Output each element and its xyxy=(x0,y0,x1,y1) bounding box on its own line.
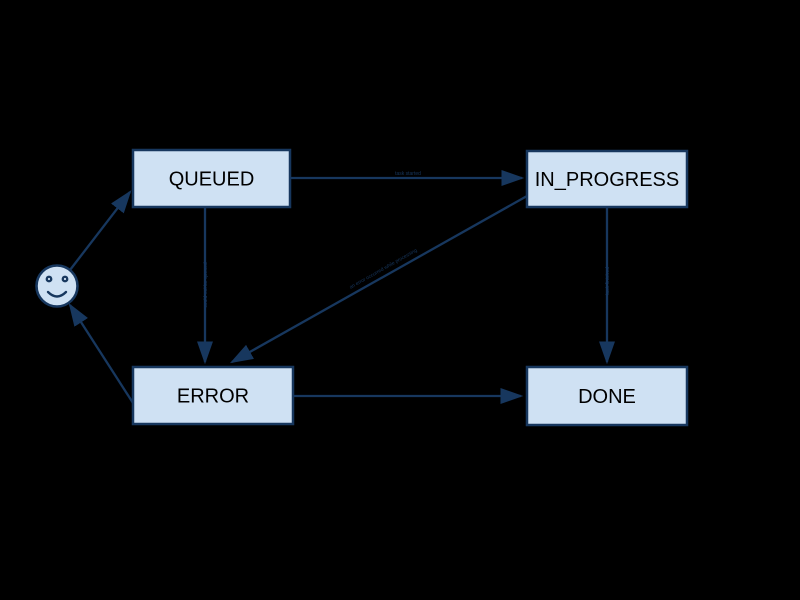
edge-error-to-start xyxy=(68,303,134,404)
state-node-in-progress: IN_PROGRESS xyxy=(525,149,689,209)
edge-in-progress-to-error xyxy=(229,194,528,364)
state-node-queued: QUEUED xyxy=(131,148,292,209)
state-node-box-error xyxy=(131,365,295,426)
edge-start-to-queued xyxy=(69,190,132,271)
edge-label-in-progress-to-done: task finished xyxy=(605,267,611,295)
edge-label-queued-to-in-progress: task started xyxy=(395,171,421,177)
smiley-eye-highlight xyxy=(47,277,51,281)
state-node-box-queued xyxy=(131,148,292,209)
state-node-box-done xyxy=(525,365,689,427)
state-node-label-queued: QUEUED xyxy=(169,169,255,191)
smiley-head xyxy=(35,264,79,308)
smiley-eye-highlight xyxy=(63,277,67,281)
state-node-error: ERROR xyxy=(131,365,295,426)
edge-label-queued-to-error: could not be queued xyxy=(203,262,209,308)
state-node-label-error: ERROR xyxy=(177,386,249,408)
start-actor-smiley-icon xyxy=(35,264,79,308)
state-node-done: DONE xyxy=(525,365,689,427)
state-node-box-in-progress xyxy=(525,149,689,209)
state-node-label-done: DONE xyxy=(578,386,636,408)
edge-label-in-progress-to-error: an error occurred while processing xyxy=(349,248,419,291)
state-node-label-in-progress: IN_PROGRESS xyxy=(535,169,679,191)
smiley-mouth xyxy=(46,290,68,298)
